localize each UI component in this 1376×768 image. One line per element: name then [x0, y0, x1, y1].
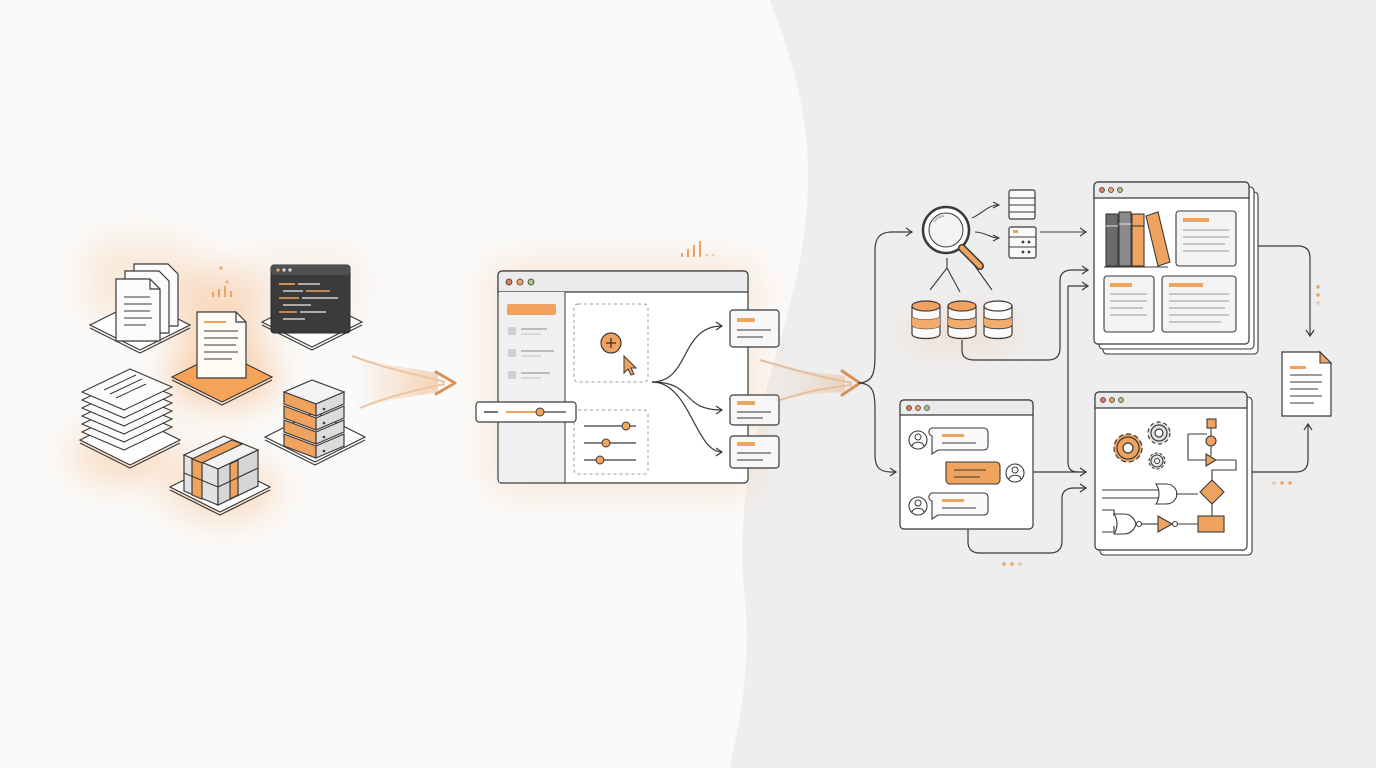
flow-arrow-sources — [351, 355, 457, 410]
slider-control-icon[interactable] — [475, 401, 577, 423]
slider-row[interactable] — [584, 438, 636, 448]
books-icon — [1104, 211, 1171, 268]
workflow-builder-window — [475, 241, 780, 492]
paper-stack-icon — [80, 368, 174, 451]
server-icon — [1008, 226, 1037, 259]
archive-box-icon — [182, 435, 260, 506]
window-close-dot[interactable] — [505, 278, 513, 286]
server-stack-icon — [282, 379, 346, 459]
output-document-icon — [1281, 350, 1333, 417]
knowledge-window — [1093, 181, 1259, 355]
info-card — [1103, 275, 1155, 333]
flow-arrow-builder — [759, 359, 862, 405]
sidebar-active-item[interactable] — [507, 304, 556, 315]
chat-window — [899, 399, 1088, 566]
chat-message — [908, 427, 989, 456]
chat-message — [908, 492, 989, 521]
result-group — [1252, 245, 1333, 485]
info-card — [1175, 210, 1237, 267]
info-card — [1161, 275, 1237, 333]
database-icon — [942, 300, 982, 343]
chat-message — [945, 461, 1025, 485]
sidebar-item[interactable] — [508, 327, 547, 335]
controls-panel — [573, 409, 649, 475]
code-window-icon — [270, 264, 351, 334]
window-maximize-dot[interactable] — [527, 278, 535, 286]
bus-connectors — [1067, 281, 1090, 473]
magnifier-icon — [921, 205, 984, 270]
add-node-dropzone[interactable] — [573, 303, 649, 383]
sidebar-item[interactable] — [508, 349, 554, 357]
logic-window — [1094, 391, 1253, 556]
document-icon — [1008, 189, 1036, 220]
activity-bars — [681, 241, 715, 257]
window-minimize-dot[interactable] — [516, 278, 524, 286]
retrieval-group — [906, 189, 1090, 361]
sources-cluster — [70, 240, 367, 518]
signal-dots — [212, 266, 232, 297]
output-card[interactable] — [729, 435, 780, 469]
database-icon — [978, 300, 1018, 343]
document-stack-icon — [115, 263, 179, 342]
slider-row[interactable] — [584, 421, 636, 431]
highlighted-document-icon — [196, 311, 247, 379]
sidebar-item[interactable] — [508, 371, 550, 379]
flowchart-icon — [1102, 418, 1237, 535]
avatar — [908, 496, 928, 516]
slider-row[interactable] — [584, 455, 636, 465]
split-connectors — [857, 227, 914, 477]
avatar — [908, 430, 928, 450]
avatar — [1005, 463, 1025, 483]
output-card[interactable] — [729, 309, 780, 348]
database-icon — [906, 300, 946, 343]
cursor-icon — [623, 354, 638, 376]
gears-icon — [1113, 421, 1171, 470]
plus-circle-icon[interactable] — [600, 332, 622, 354]
